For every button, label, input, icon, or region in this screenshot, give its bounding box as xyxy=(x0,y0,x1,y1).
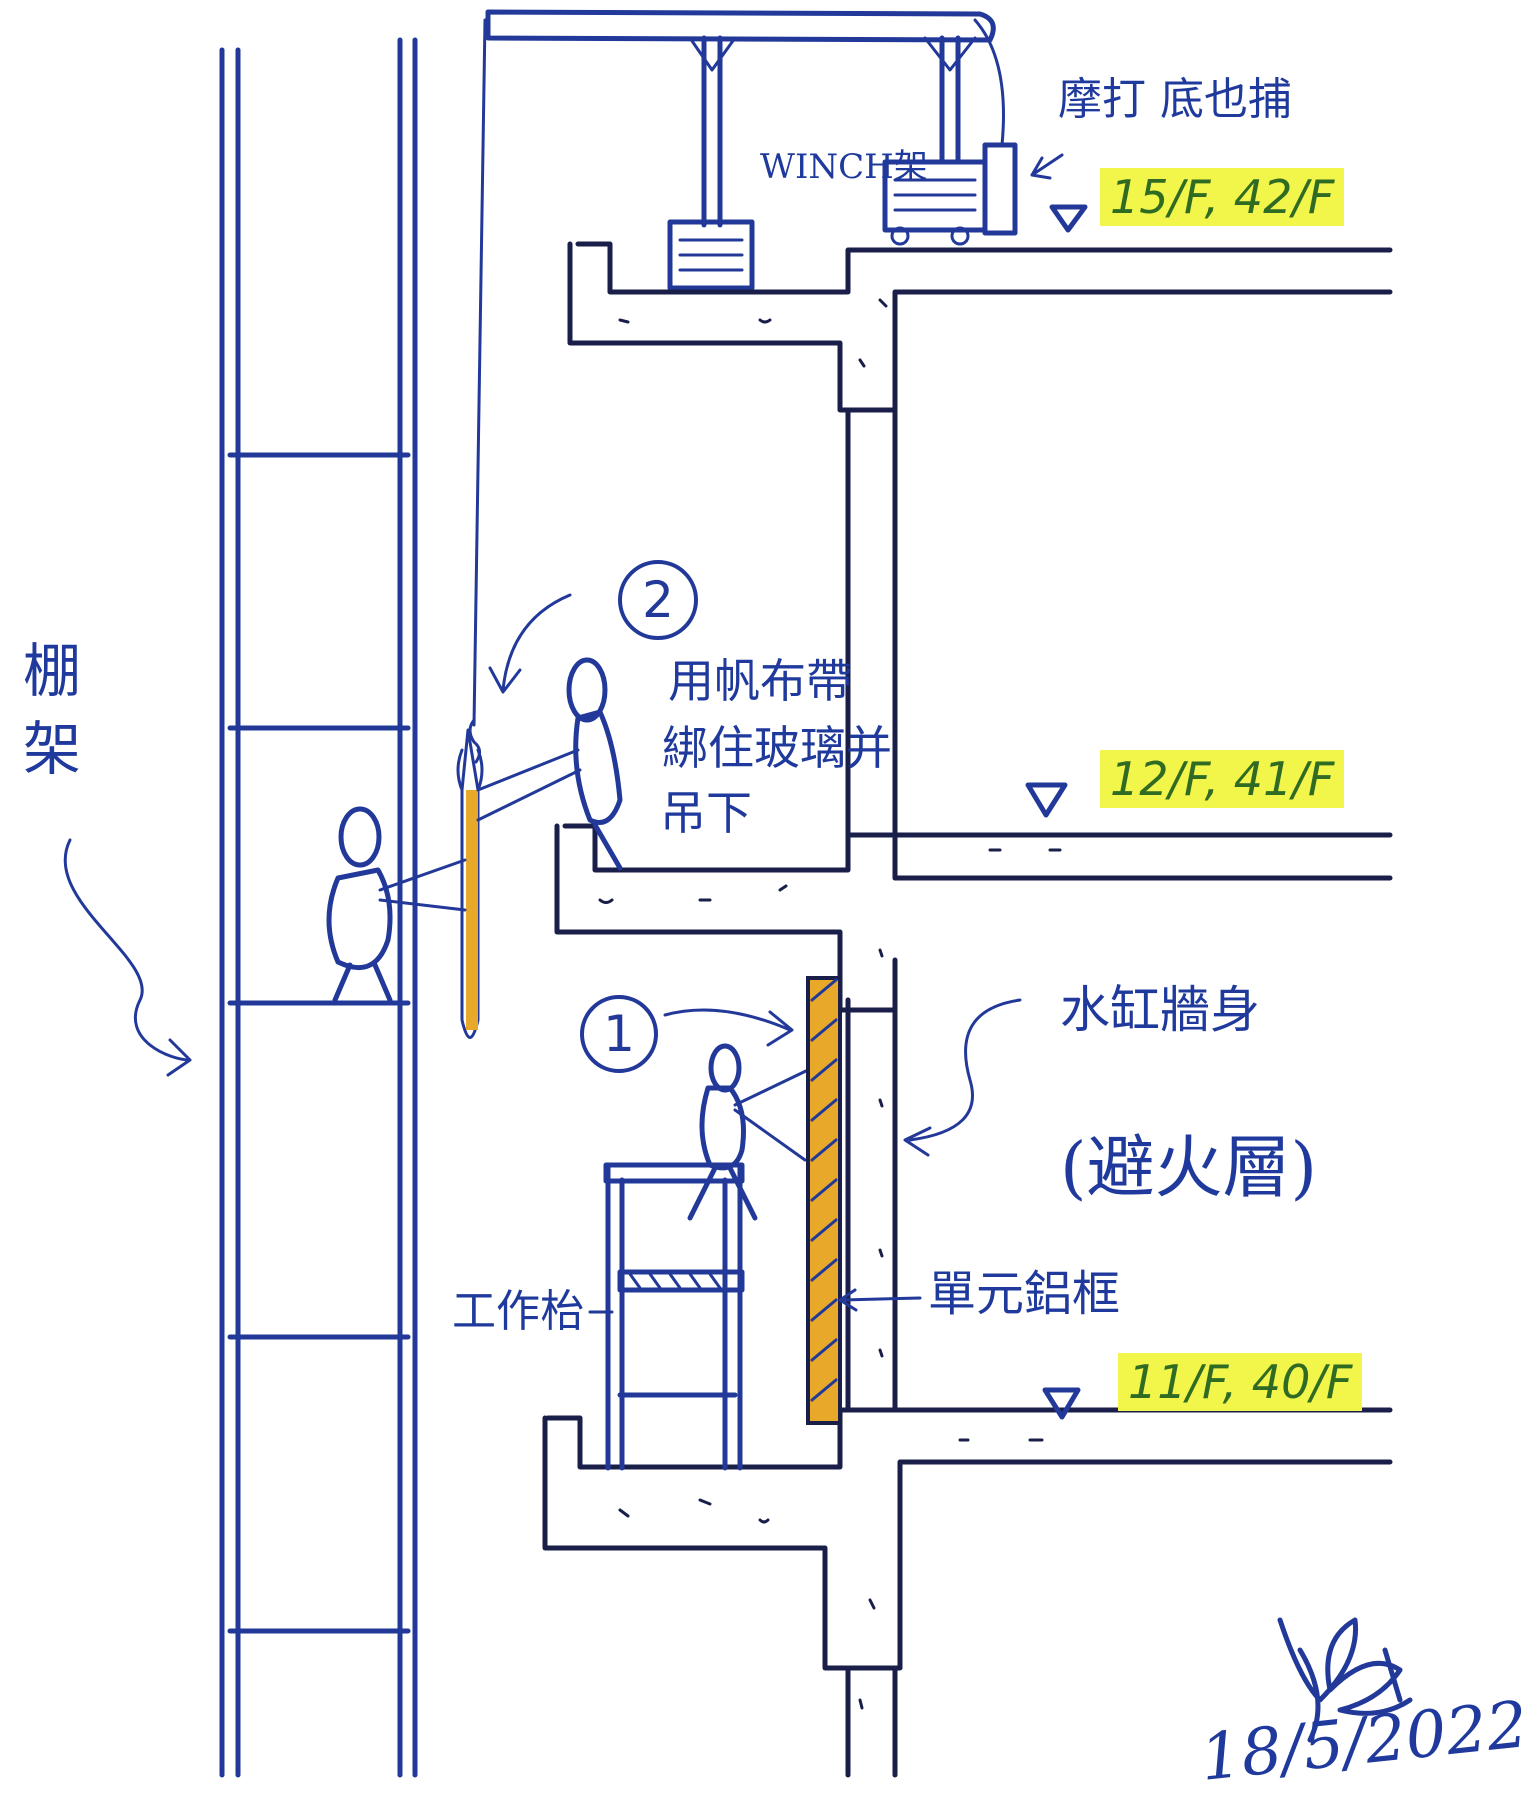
signature xyxy=(1277,1617,1413,1743)
motor-label: 摩打 底也捕 xyxy=(1058,74,1292,125)
step-marker-2: 2 xyxy=(618,560,698,640)
winch-frame-label: WINCH架 xyxy=(760,147,928,187)
floor-level-11f: 11/F, 40/F xyxy=(1118,1353,1363,1411)
work-platform-label: 工作枱 xyxy=(452,1286,584,1337)
rope-instruction-line1: 用帆布帶 xyxy=(668,654,852,708)
worker-platform xyxy=(687,1043,810,1221)
scaffold xyxy=(219,37,418,1778)
fire-layer-label: (避火層) xyxy=(1060,1129,1318,1208)
rope-instruction-line2: 綁住玻璃并 xyxy=(662,721,892,775)
hanging-glass-panel xyxy=(456,728,484,1039)
step-marker-1: 1 xyxy=(580,995,658,1073)
step2-arrow xyxy=(488,593,572,694)
rope-instruction-line3: 吊下 xyxy=(660,786,752,840)
wall-label-arrow xyxy=(903,998,1022,1157)
winch-frame xyxy=(485,9,1018,291)
installed-glass-panel xyxy=(806,976,842,1425)
level-marker-11f xyxy=(1042,1387,1081,1420)
level-marker-12f xyxy=(1025,782,1068,818)
motor-label-arrow xyxy=(1030,153,1064,180)
installation-sketch xyxy=(63,9,1413,1778)
level-marker-15f xyxy=(1049,204,1088,233)
scaffold-arrow xyxy=(63,838,192,1077)
floor-level-15f: 15/F, 42/F xyxy=(1100,168,1345,226)
worker-slab xyxy=(476,657,623,871)
floor-level-12f: 12/F, 41/F xyxy=(1100,750,1345,808)
worker-scaffold xyxy=(326,806,467,1003)
scaffold-label: 棚架 xyxy=(13,640,81,796)
step1-arrow xyxy=(663,1008,794,1047)
building-structure xyxy=(542,241,1393,1778)
water-tank-wall-label: 水缸牆身 xyxy=(1060,981,1260,1039)
frame-label-arrow xyxy=(838,1288,922,1312)
work-platform xyxy=(603,1162,745,1471)
aluminium-unit-label: 單元鋁框 xyxy=(928,1266,1121,1322)
hoist-rope xyxy=(472,18,487,727)
